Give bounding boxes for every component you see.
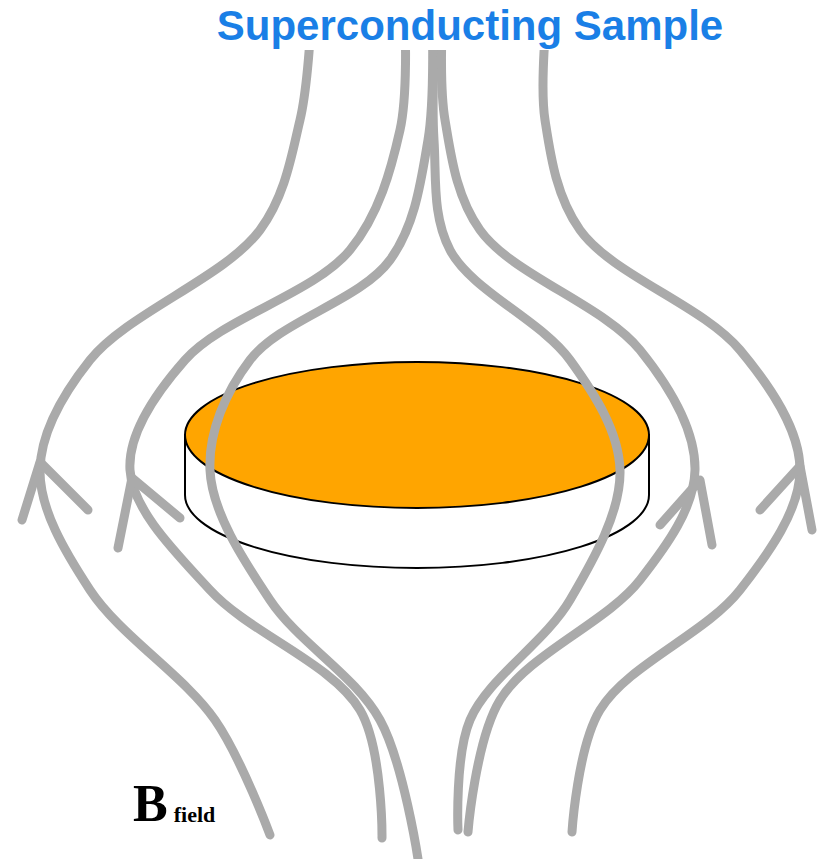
arrow-chevron bbox=[118, 478, 180, 548]
field-line bbox=[40, 38, 310, 835]
field-line bbox=[543, 38, 800, 832]
arrow-chevron bbox=[760, 466, 812, 530]
field-line bbox=[130, 25, 406, 838]
arrow-chevron bbox=[660, 480, 712, 545]
superconductor-disk bbox=[185, 362, 649, 568]
field-lines bbox=[40, 10, 800, 859]
disk-top bbox=[185, 362, 649, 508]
arrow-chevron bbox=[22, 462, 88, 520]
field-word: field bbox=[174, 804, 216, 826]
field-line bbox=[441, 30, 695, 832]
field-symbol: B bbox=[133, 778, 168, 830]
title: Superconducting Sample bbox=[211, 2, 729, 50]
field-line bbox=[433, 20, 620, 830]
field-line bbox=[210, 10, 433, 859]
field-arrows bbox=[22, 462, 812, 548]
